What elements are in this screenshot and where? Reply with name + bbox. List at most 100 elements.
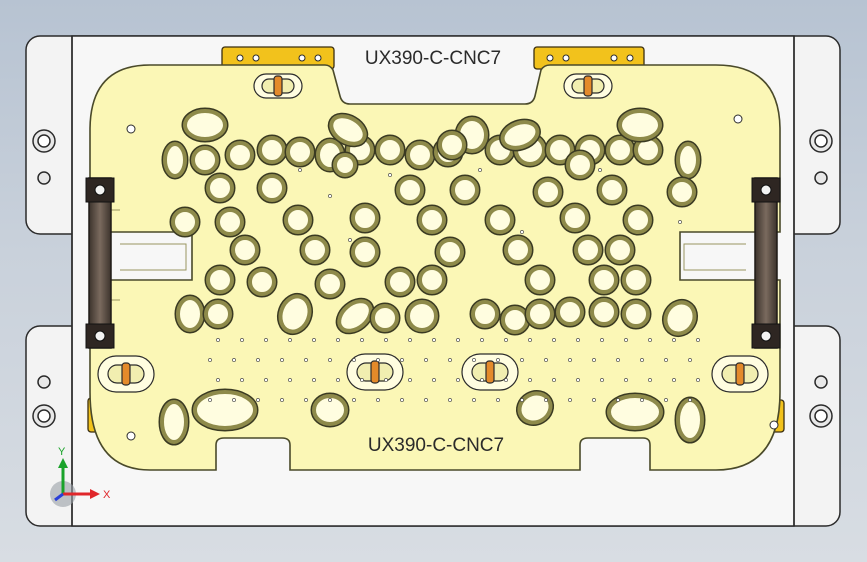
- pocket-ring: [546, 136, 574, 164]
- vent-hole: [216, 338, 220, 342]
- x-axis-label: X: [103, 489, 111, 501]
- vent-hole: [528, 338, 532, 342]
- vent-hole: [328, 358, 332, 362]
- vent-hole: [208, 358, 212, 362]
- vent-hole: [648, 338, 652, 342]
- vent-hole: [624, 338, 628, 342]
- vent-hole: [576, 338, 580, 342]
- vent-hole: [496, 398, 500, 402]
- vent-hole: [352, 358, 356, 362]
- pocket-ring: [676, 398, 704, 442]
- vent-hole: [496, 358, 500, 362]
- vent-hole: [216, 378, 220, 382]
- slot-pins: [97, 73, 769, 393]
- vent-hole: [472, 358, 476, 362]
- vent-hole: [478, 168, 482, 172]
- pocket-ring: [590, 266, 618, 294]
- vent-hole: [520, 398, 524, 402]
- pocket-ring: [501, 306, 529, 334]
- pocket-ring: [204, 300, 232, 328]
- pocket-ring: [183, 109, 227, 141]
- vent-hole: [648, 378, 652, 382]
- pocket-rings: [158, 107, 706, 446]
- vent-hole: [312, 338, 316, 342]
- vent-hole: [432, 378, 436, 382]
- vent-hole: [544, 358, 548, 362]
- vent-hole: [568, 398, 572, 402]
- vent-hole: [672, 338, 676, 342]
- vent-hole: [288, 338, 292, 342]
- vent-hole: [696, 338, 700, 342]
- vent-hole: [312, 378, 316, 382]
- vent-hole: [264, 378, 268, 382]
- vent-hole: [328, 194, 332, 198]
- pocket-ring: [668, 178, 696, 206]
- pocket-ring: [451, 176, 479, 204]
- pocket-ring: [438, 131, 466, 159]
- pocket-ring: [606, 136, 634, 164]
- vent-holes: [208, 168, 700, 402]
- vent-hole: [408, 338, 412, 342]
- vent-hole: [304, 358, 308, 362]
- gold-locator-holes: [236, 54, 634, 62]
- vent-hole: [388, 173, 392, 177]
- vent-hole: [480, 378, 484, 382]
- vent-hole: [408, 378, 412, 382]
- vent-hole: [624, 378, 628, 382]
- pocket-ring: [316, 270, 344, 298]
- pocket-ring: [566, 151, 594, 179]
- vent-hole: [232, 398, 236, 402]
- vent-hole: [520, 230, 524, 234]
- pocket-ring: [606, 236, 634, 264]
- vent-hole: [664, 358, 668, 362]
- vent-hole: [696, 378, 700, 382]
- base-mount-holes: [32, 129, 833, 428]
- vent-hole: [456, 378, 460, 382]
- pocket-ring: [284, 206, 312, 234]
- part-number-bottom: UX390-C-CNC7: [368, 435, 504, 456]
- vent-hole: [232, 358, 236, 362]
- pocket-ring: [301, 236, 329, 264]
- vent-hole: [280, 398, 284, 402]
- pocket-ring: [556, 298, 584, 326]
- vent-hole: [304, 398, 308, 402]
- pocket-ring: [386, 268, 414, 296]
- pocket-ring: [333, 153, 357, 177]
- vent-hole: [352, 398, 356, 402]
- pocket-ring: [598, 176, 626, 204]
- pocket-ring: [418, 266, 446, 294]
- vent-hole: [520, 358, 524, 362]
- pocket-ring: [676, 142, 700, 178]
- pocket-ring: [216, 208, 244, 236]
- vent-hole: [384, 378, 388, 382]
- side-clamp-left: [85, 177, 115, 349]
- vent-hole: [256, 398, 260, 402]
- plate-contours: [104, 209, 746, 301]
- axis-triad[interactable]: Y X: [50, 446, 111, 507]
- pocket-ring: [436, 238, 464, 266]
- vent-hole: [480, 338, 484, 342]
- pocket-ring: [624, 206, 652, 234]
- pocket-ring: [406, 300, 438, 332]
- vent-hole: [298, 168, 302, 172]
- pocket-ring: [286, 138, 314, 166]
- vent-hole: [360, 338, 364, 342]
- pocket-ring: [526, 266, 554, 294]
- pocket-ring: [351, 238, 379, 266]
- pocket-ring: [622, 300, 650, 328]
- vent-hole: [640, 398, 644, 402]
- vent-hole: [384, 338, 388, 342]
- pocket-ring: [663, 300, 697, 336]
- vent-hole: [400, 398, 404, 402]
- vent-hole: [598, 168, 602, 172]
- vent-hole: [616, 358, 620, 362]
- vent-hole: [504, 378, 508, 382]
- vent-hole: [640, 358, 644, 362]
- vent-hole: [568, 358, 572, 362]
- vent-hole: [240, 378, 244, 382]
- pocket-ring: [622, 266, 650, 294]
- pocket-ring: [231, 236, 259, 264]
- vent-hole: [592, 358, 596, 362]
